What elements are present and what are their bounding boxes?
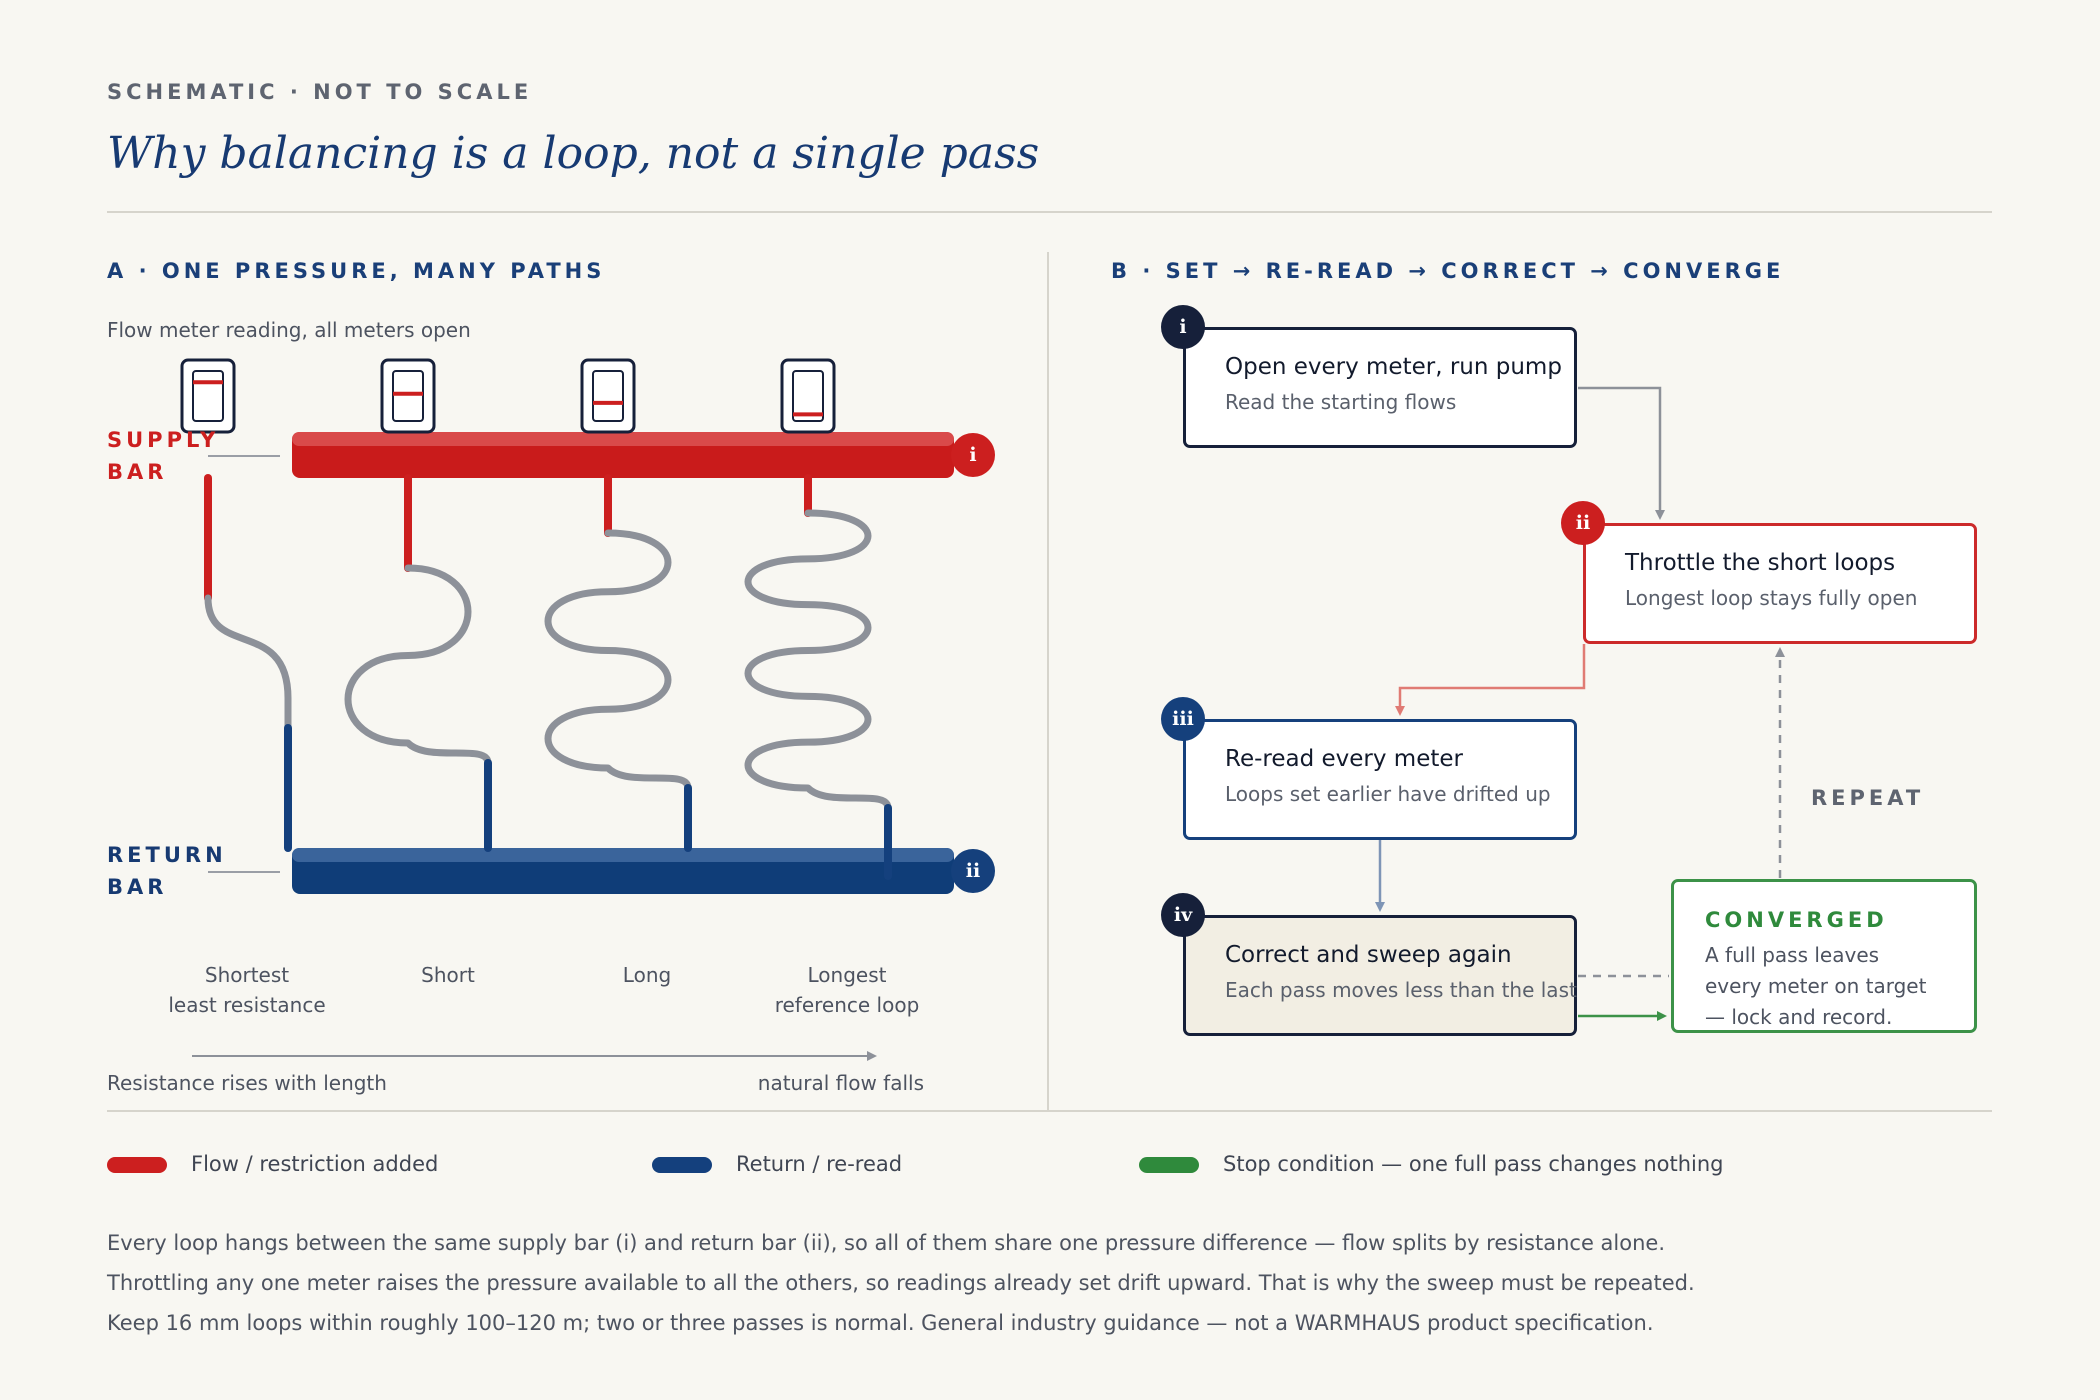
- eyebrow-label: SCHEMATIC · NOT TO SCALE: [107, 80, 533, 104]
- step-title: Correct and sweep again: [1225, 942, 1512, 968]
- return-label-line: BAR: [107, 875, 168, 899]
- flow-meter-window: [192, 370, 224, 422]
- legend-label-stop: Stop condition — one full pass changes n…: [1223, 1152, 1724, 1176]
- loops-group: [180, 358, 892, 880]
- legend-swatch-return: [652, 1157, 712, 1173]
- step-iii-badge: iii: [1161, 697, 1205, 741]
- flow-meter-icon: [380, 358, 436, 434]
- step-subtitle: Each pass moves less than the last: [1225, 978, 1577, 1002]
- step-iv-badge: iv: [1161, 893, 1205, 937]
- panel-a-heading: A · ONE PRESSURE, MANY PATHS: [107, 259, 606, 283]
- converged-line: A full pass leaves: [1705, 943, 1880, 967]
- supply-bar-badge: i: [951, 433, 995, 477]
- step-ii-card: Throttle the short loops Longest loop st…: [1583, 523, 1977, 644]
- step-i-badge: i: [1161, 305, 1205, 349]
- loop-label-line: Long: [622, 963, 672, 987]
- loop-pipe: [544, 529, 692, 792]
- loop-label-line: Short: [421, 963, 475, 987]
- step-title: Throttle the short loops: [1625, 550, 1896, 576]
- return-label-line: RETURN: [107, 843, 227, 867]
- supply-bar-highlight: [292, 432, 954, 446]
- axis-caption-right: natural flow falls: [757, 1071, 924, 1095]
- loop-label-line: Longest: [807, 963, 887, 987]
- supply-label-line: BAR: [107, 460, 168, 484]
- legend-swatch-flow: [107, 1157, 167, 1173]
- loop-pipe: [204, 594, 292, 732]
- legend-swatch-stop: [1139, 1157, 1199, 1173]
- return-bar-badge: ii: [951, 849, 995, 893]
- flow-meter-window: [792, 370, 824, 422]
- legend-label-flow: Flow / restriction added: [191, 1152, 439, 1176]
- step-title: Open every meter, run pump: [1225, 354, 1562, 380]
- axis-caption-left: Resistance rises with length: [107, 1071, 387, 1095]
- legend-label-return: Return / re-read: [736, 1152, 903, 1176]
- converged-title: CONVERGED: [1705, 908, 1888, 932]
- connector-i-to-ii: [1578, 386, 1665, 520]
- return-bar-highlight: [292, 848, 954, 862]
- step-iv-card: Correct and sweep again Each pass moves …: [1183, 915, 1577, 1036]
- loop-label-longest: Longest reference loop: [737, 960, 957, 1020]
- return-bar-label: RETURN BAR: [107, 839, 227, 903]
- connector-ii-to-iii: [1395, 644, 1586, 716]
- repeat-label: REPEAT: [1811, 786, 1925, 810]
- note-line: Throttling any one meter raises the pres…: [107, 1271, 1695, 1295]
- step-iii-card: Re-read every meter Loops set earlier ha…: [1183, 719, 1577, 840]
- converged-card: CONVERGED A full pass leaves every meter…: [1671, 879, 1977, 1033]
- loop-pipe: [344, 564, 492, 767]
- meter-caption: Flow meter reading, all meters open: [107, 318, 471, 342]
- converged-line: every meter on target: [1705, 974, 1927, 998]
- loop-label-line: least resistance: [168, 993, 326, 1017]
- loop-label-long: Long: [537, 960, 757, 990]
- loop-label-shortest: Shortest least resistance: [137, 960, 357, 1020]
- converged-line: — lock and record.: [1705, 1005, 1893, 1029]
- step-subtitle: Longest loop stays fully open: [1625, 586, 1918, 610]
- loop-pipe: [744, 509, 892, 812]
- loop-label-line: reference loop: [774, 993, 920, 1017]
- note-line: Every loop hangs between the same supply…: [107, 1231, 1665, 1255]
- loop-label-line: Shortest: [204, 963, 290, 987]
- step-i-card: Open every meter, run pump Read the star…: [1183, 327, 1577, 448]
- flow-meter-window: [392, 370, 424, 422]
- step-subtitle: Read the starting flows: [1225, 390, 1457, 414]
- flow-meter-window: [592, 370, 624, 422]
- step-subtitle: Loops set earlier have drifted up: [1225, 782, 1551, 806]
- page-title: Why balancing is a loop, not a single pa…: [107, 128, 1040, 179]
- supply-bar-label: SUPPLY BAR: [107, 424, 219, 488]
- step-title: Re-read every meter: [1225, 746, 1463, 772]
- panel-b-heading: B · SET → RE-READ → CORRECT → CONVERGE: [1111, 259, 1785, 283]
- note-line: Keep 16 mm loops within roughly 100–120 …: [107, 1311, 1654, 1335]
- step-ii-badge: ii: [1561, 501, 1605, 545]
- flow-meter-icon: [180, 358, 236, 434]
- loop-label-short: Short: [338, 960, 558, 990]
- supply-label-line: SUPPLY: [107, 428, 220, 452]
- flow-meter-icon: [580, 358, 636, 434]
